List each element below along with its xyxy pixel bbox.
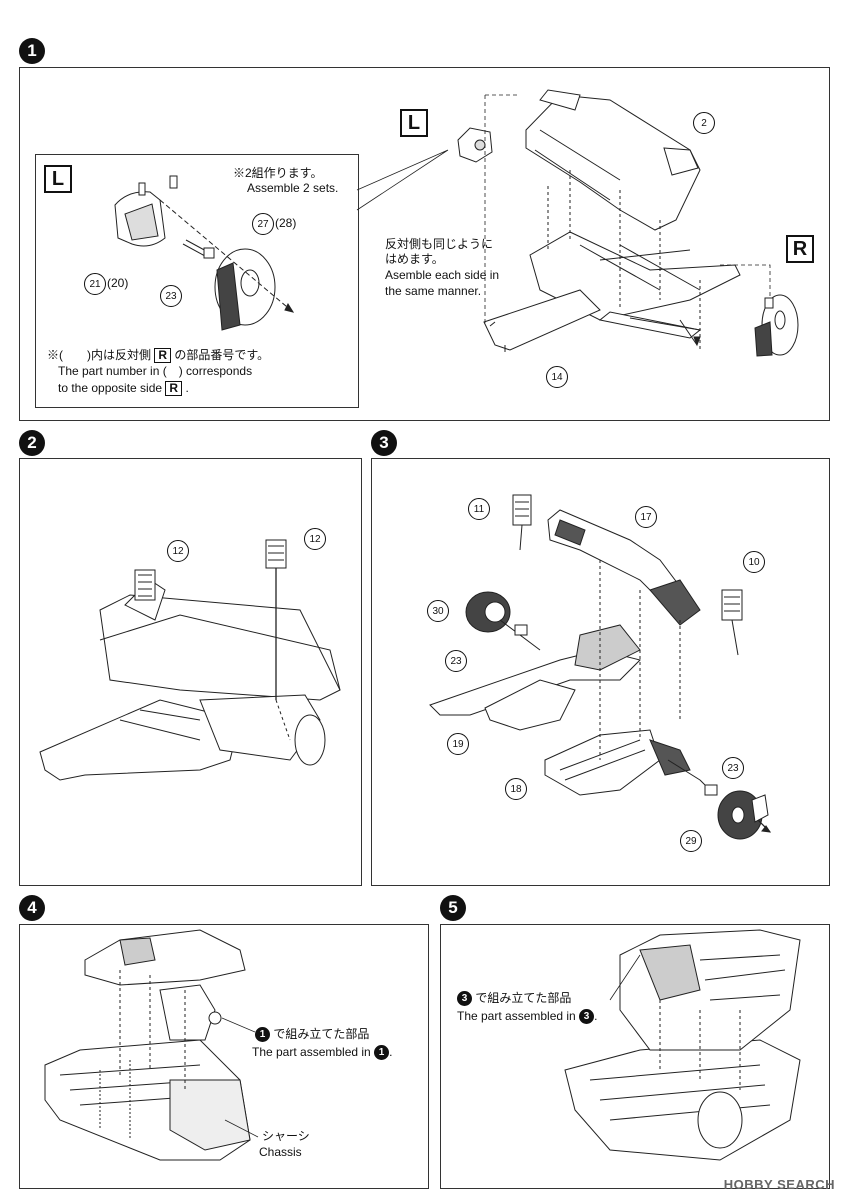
step-1-badge: 1 xyxy=(19,38,45,64)
inset-wheel-icon xyxy=(214,248,276,331)
step5-ref-en: The part assembled in 3. xyxy=(457,1009,598,1025)
part-2: 2 xyxy=(693,112,715,134)
side-en-2: the same manner. xyxy=(385,284,482,298)
step2-chassis-icon xyxy=(39,539,341,781)
step1-left-box: L xyxy=(400,109,428,137)
note-jp-pre: ※( )内は反対側 xyxy=(47,348,151,362)
assemble-en: Assemble 2 sets. xyxy=(247,181,339,195)
part-12-b: 12 xyxy=(304,528,326,550)
inset-hub-icon xyxy=(114,175,178,247)
chassis-jp: シャーシ xyxy=(262,1129,310,1143)
step3-wheel-right-icon xyxy=(717,790,769,840)
step4-ref-en-text: The part assembled in xyxy=(252,1045,371,1059)
callout-line xyxy=(356,149,449,211)
step3-shock-right-icon xyxy=(721,589,743,656)
part-20: (20) xyxy=(107,276,129,290)
step1-right-box: R xyxy=(786,235,814,263)
part-29: 29 xyxy=(680,830,702,852)
step4-ref-en-badge: 1 xyxy=(374,1045,390,1061)
step4-ref-en-post: . xyxy=(389,1045,393,1059)
step5-chassis-icon xyxy=(564,929,801,1161)
step-4-badge: 4 xyxy=(19,895,45,921)
inset-axle-icon xyxy=(182,239,215,259)
step5-ref-badge: 3 xyxy=(457,991,472,1007)
watermark: HOBBY SEARCH xyxy=(723,1177,835,1192)
note-en-2-pre: to the opposite side xyxy=(58,381,163,395)
step5-ref-en-text: The part assembled in xyxy=(457,1009,576,1023)
step5-ref-jp: 3 で組み立てた部品 xyxy=(457,991,572,1007)
note-en-1: The part number in ( ) corresponds xyxy=(58,364,253,378)
assemble-jp: ※2組作ります。 xyxy=(233,166,323,180)
step3-suspension-icon xyxy=(429,509,701,796)
step5-ref-en-post: . xyxy=(594,1009,598,1023)
part-12-a: 12 xyxy=(167,540,189,562)
part-11: 11 xyxy=(468,498,490,520)
note-jp-post: の部品番号です。 xyxy=(174,348,270,362)
part-30: 30 xyxy=(427,600,449,622)
part-28: (28) xyxy=(275,216,297,230)
step1-frame-icon xyxy=(483,89,741,352)
side-jp-1: 反対側も同じように xyxy=(385,237,494,251)
step5-ref-en-badge: 3 xyxy=(579,1009,595,1025)
step3-shock-left-icon xyxy=(512,494,532,551)
step4-ref-jp: 1 で組み立てた部品 xyxy=(255,1027,370,1043)
step4-ref-badge: 1 xyxy=(255,1027,270,1043)
part-27: 27 xyxy=(252,213,274,235)
step-3-badge: 3 xyxy=(371,430,397,456)
chassis-en: Chassis xyxy=(259,1145,302,1159)
step3-wheel-left-icon xyxy=(465,591,511,633)
step1-hub-left-icon xyxy=(457,127,493,163)
step4-subframe-icon xyxy=(84,929,246,1090)
part-18: 18 xyxy=(505,778,527,800)
step5-ref-jp-text: で組み立てた部品 xyxy=(475,991,572,1005)
inset-arrow xyxy=(159,199,294,313)
part-23-step3-b: 23 xyxy=(722,757,744,779)
note-jp-letter: R xyxy=(154,348,172,363)
note-en-2: to the opposite side R . xyxy=(58,381,189,396)
part-19: 19 xyxy=(447,733,469,755)
step-2-badge: 2 xyxy=(19,430,45,456)
part-17: 17 xyxy=(635,506,657,528)
step4-ref-jp-text: で組み立てた部品 xyxy=(273,1027,370,1041)
step4-ref-en: The part assembled in 1. xyxy=(252,1045,393,1061)
side-en-1: Asemble each side in xyxy=(385,268,500,282)
part-10: 10 xyxy=(743,551,765,573)
part-23-step1: 23 xyxy=(160,285,182,307)
step-5-badge: 5 xyxy=(440,895,466,921)
step4-chassis-icon xyxy=(44,1039,251,1161)
part-21: 21 xyxy=(84,273,106,295)
note-jp: ※( )内は反対側 R の部品番号です。 xyxy=(47,348,269,363)
step-1-inset-panel xyxy=(35,154,359,408)
step1-wheel-right-icon xyxy=(754,294,799,357)
inset-left-box: L xyxy=(44,165,72,193)
note-en-2-post: . xyxy=(185,381,189,395)
part-23-step3-a: 23 xyxy=(445,650,467,672)
side-jp-2: はめます。 xyxy=(385,252,444,266)
part-14: 14 xyxy=(546,366,568,388)
note-en-2-letter: R xyxy=(165,381,183,396)
